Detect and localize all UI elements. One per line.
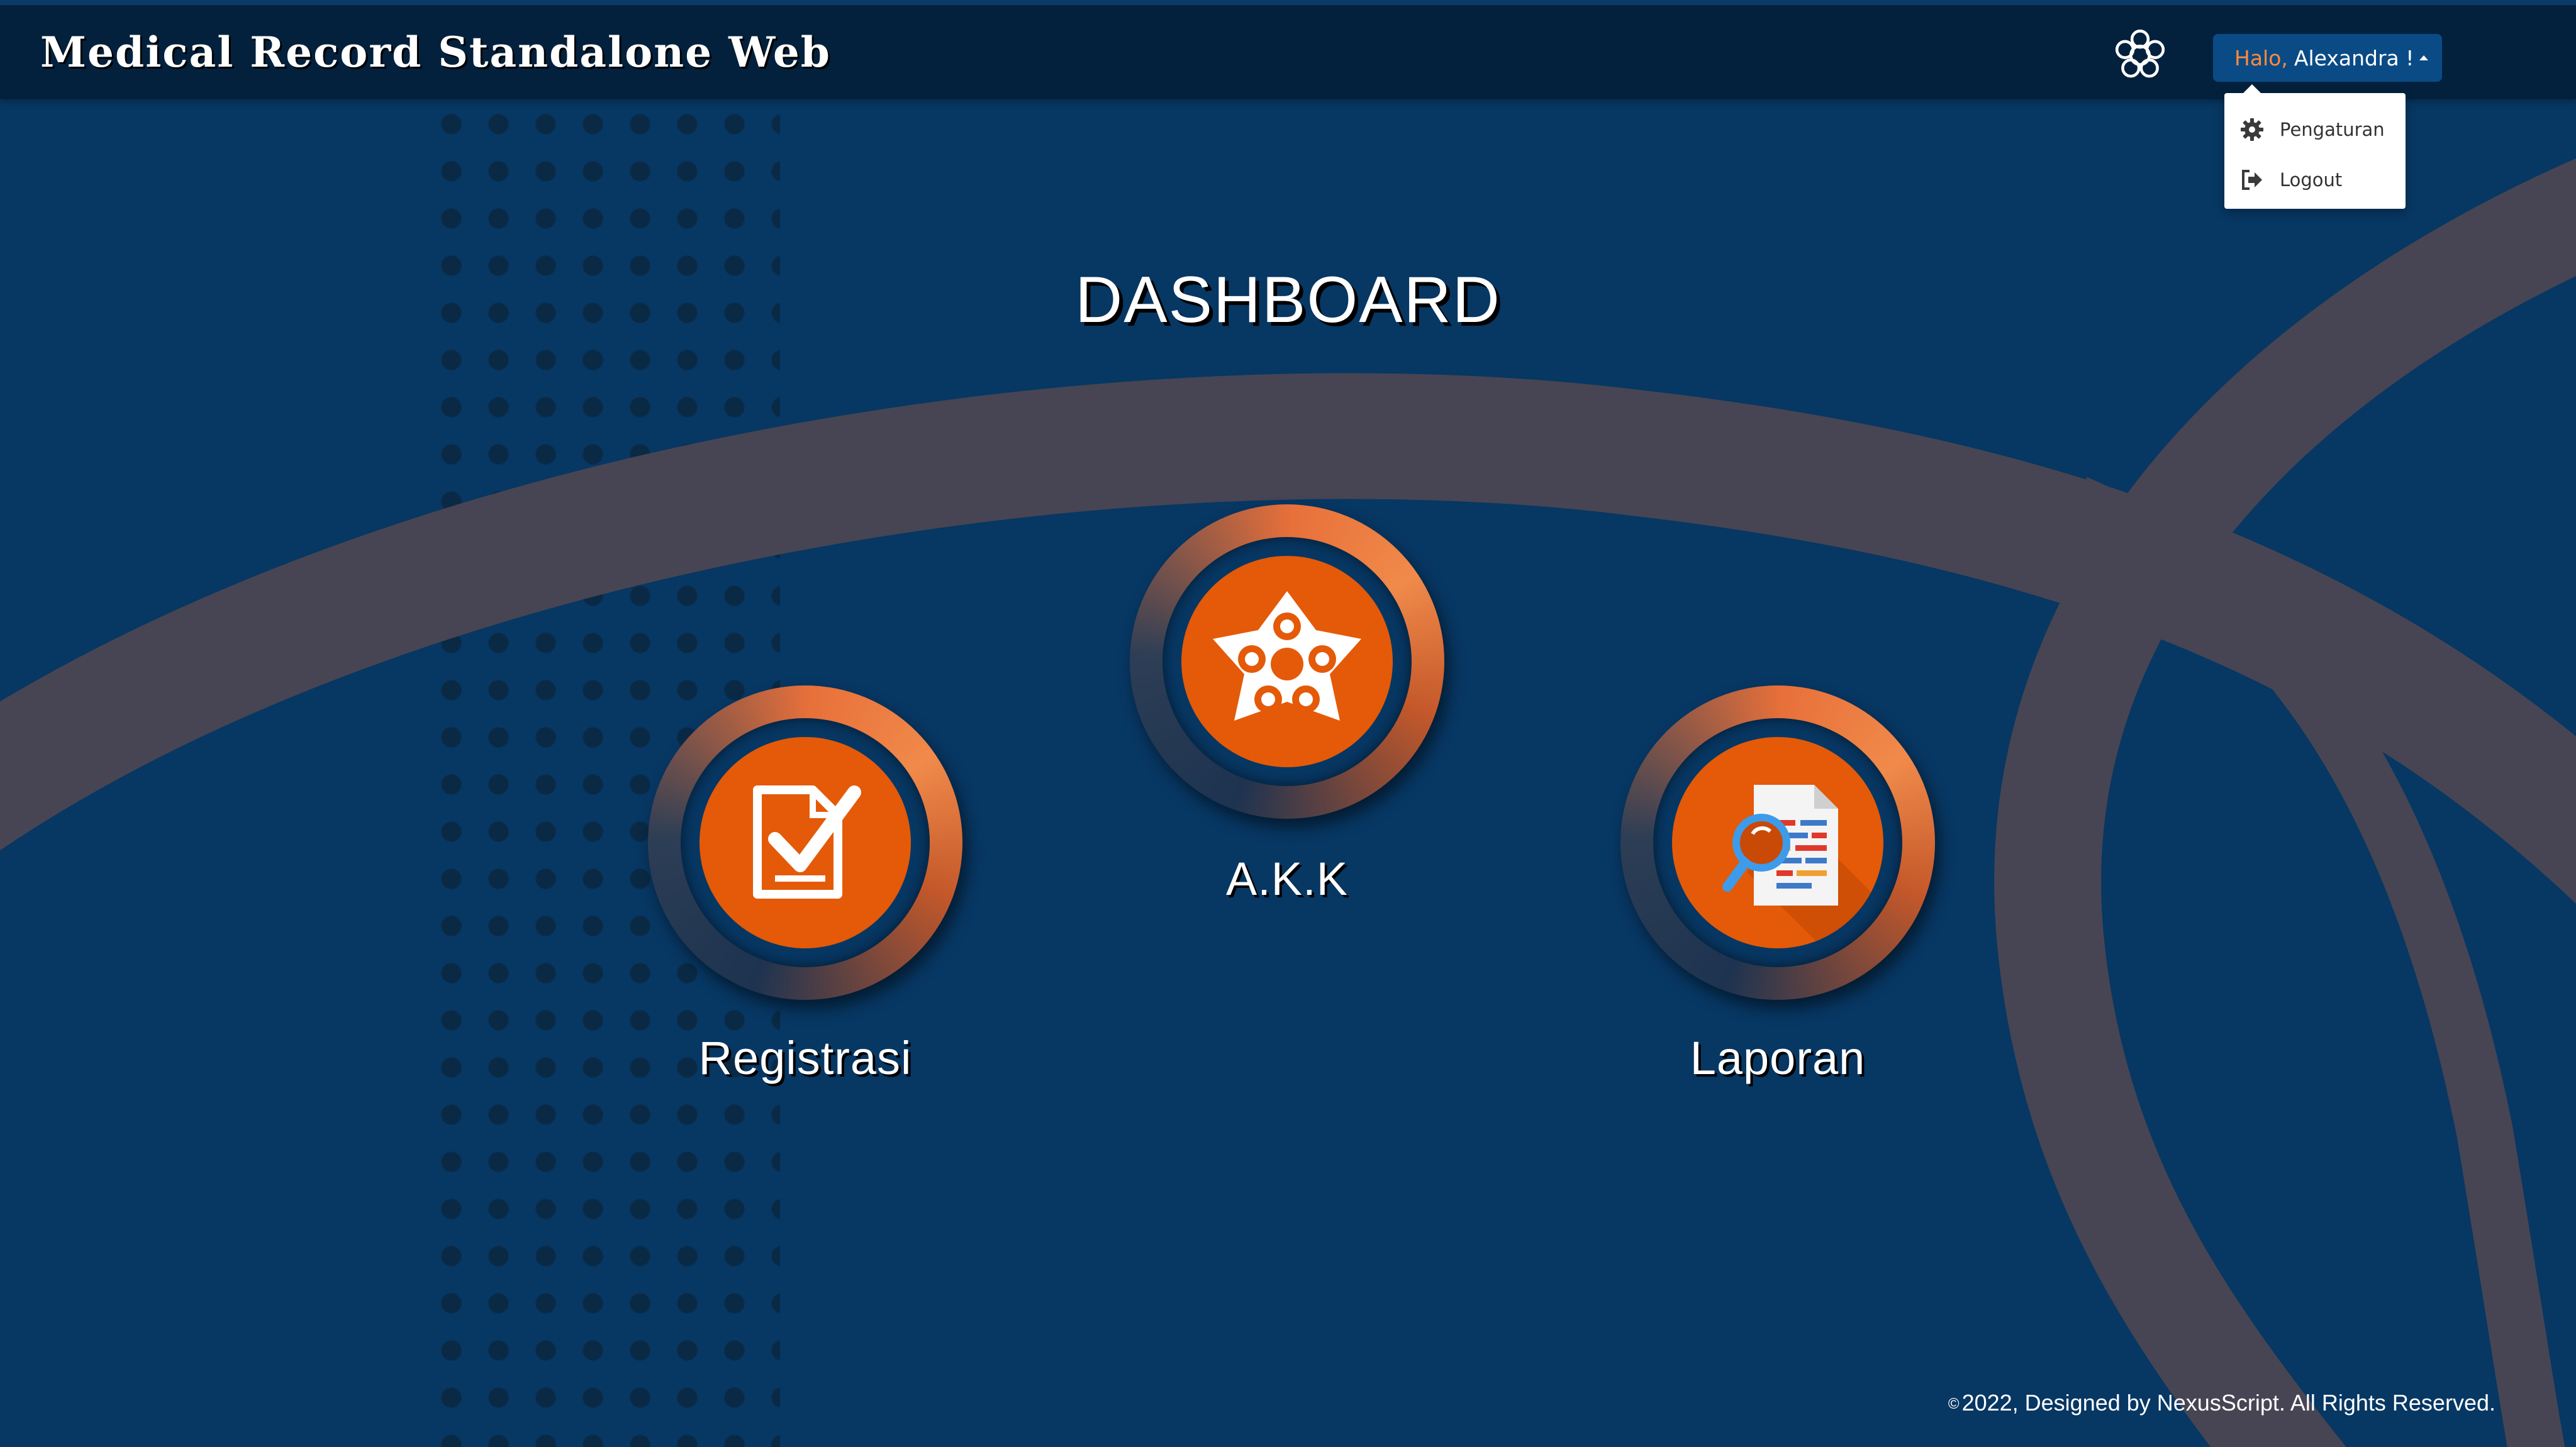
menu-item-label: Logout <box>2280 169 2343 191</box>
greeting-text: Halo, <box>2234 45 2288 70</box>
caret-up-icon <box>2419 55 2428 60</box>
report-search-icon <box>1722 785 1883 948</box>
family-star-icon <box>1213 591 1361 721</box>
gear-icon <box>2241 118 2263 141</box>
tile-label-laporan[interactable]: Laporan <box>1690 1032 1866 1084</box>
tile-label-akk[interactable]: A.K.K <box>1225 853 1349 905</box>
user-name: Alexandra ! <box>2294 45 2414 70</box>
tile-icon-disc <box>1181 556 1393 767</box>
user-dropdown-menu: Pengaturan Logout <box>2224 84 2406 209</box>
app-title: Medical Record Standalone Web <box>40 28 831 77</box>
tile-icon-disc <box>1672 737 1883 948</box>
footer: ©2022, Designed by NexusScript. All Righ… <box>1948 1390 2495 1416</box>
page-title: DASHBOARD <box>1075 263 1501 336</box>
top-navbar: Medical Record Standalone Web Halo, Alex… <box>0 0 2576 99</box>
menu-item-label: Pengaturan <box>2280 119 2385 140</box>
clipboard-check-icon <box>753 785 861 899</box>
footer-text: 2022, Designed by NexusScript. All Right… <box>1961 1390 2495 1416</box>
menu-item-logout[interactable]: Logout <box>2224 155 2406 205</box>
tile-registrasi[interactable] <box>642 679 969 1006</box>
menu-item-pengaturan[interactable]: Pengaturan <box>2224 104 2406 155</box>
tile-akk[interactable] <box>1124 498 1451 825</box>
tile-icon-disc <box>700 737 911 948</box>
tile-laporan[interactable] <box>1614 679 1941 1006</box>
user-menu-button[interactable]: Halo, Alexandra ! <box>2213 34 2442 82</box>
tile-label-registrasi[interactable]: Registrasi <box>698 1032 912 1084</box>
star-emblem-icon <box>2115 30 2165 78</box>
logout-icon <box>2242 170 2262 190</box>
copyright-symbol: © <box>1948 1395 1960 1412</box>
